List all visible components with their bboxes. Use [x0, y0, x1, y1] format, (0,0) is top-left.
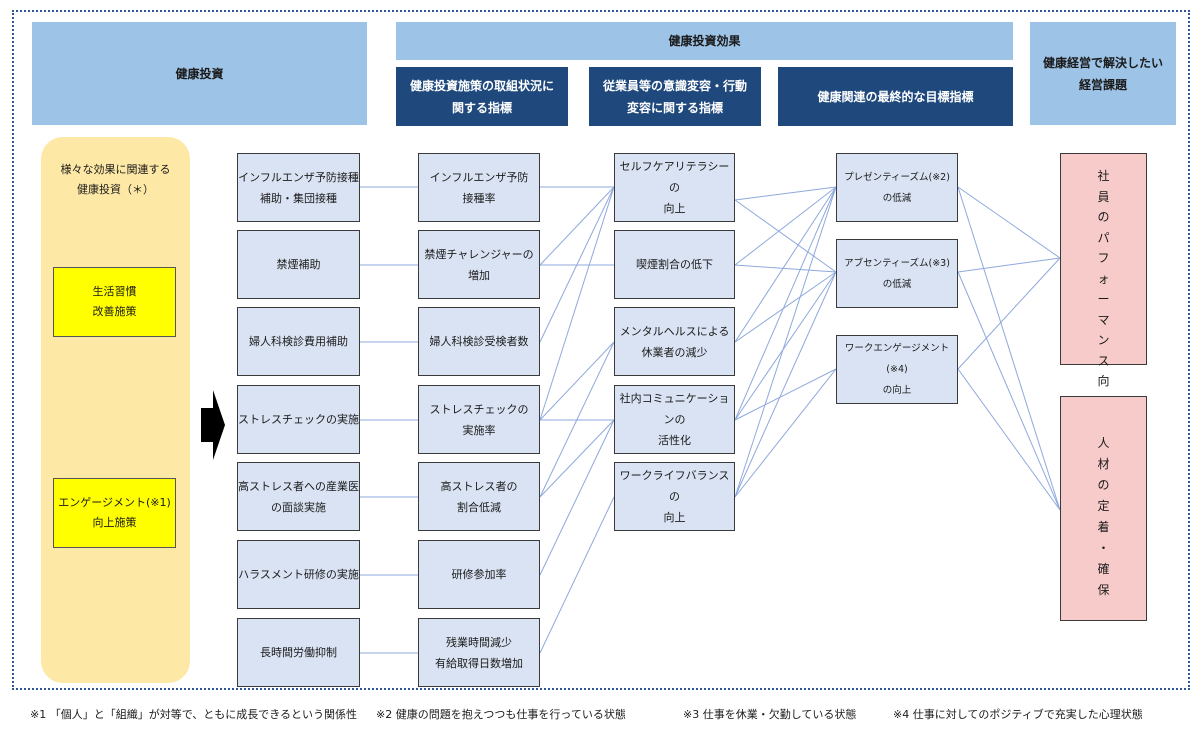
- subheader-awareness: 従業員等の意識変容・行動 変容に関する指標: [589, 67, 761, 126]
- diagram-frame: [12, 10, 1190, 690]
- effort-box-influenza-rate: インフルエンザ予防 接種率: [418, 153, 540, 222]
- subheader-final: 健康関連の最終的な目標指標: [778, 67, 1013, 126]
- footnote-2: ※2 健康の問題を抱えつつも仕事を行っている状態: [376, 708, 626, 721]
- effort-box-overtime-leave: 残業時間減少 有給取得日数増加: [418, 618, 540, 687]
- goal-performance-label: 社 員 の パ フ ォ ー マ ン ス 向 上: [1097, 169, 1110, 409]
- header-goal: 健康経営で解決したい 経営課題: [1030, 22, 1176, 125]
- measure-box-gynecology: 婦人科検診費用補助: [237, 307, 360, 376]
- engagement-improvement-box: エンゲージメント(※1) 向上施策: [53, 478, 176, 548]
- effort-box-high-stress-ratio: 高ストレス者の 割合低減: [418, 462, 540, 531]
- right-arrow-icon: [201, 390, 225, 460]
- final-box-work-engagement: ワークエンゲージメント(※4) の向上: [836, 335, 958, 404]
- measure-box-influenza: インフルエンザ予防接種 補助・集団接種: [237, 153, 360, 222]
- footnote-4: ※4 仕事に対してのポジティブで充実した心理状態: [893, 708, 1143, 721]
- measure-box-smoking: 禁煙補助: [237, 230, 360, 299]
- measure-box-overtime: 長時間労働抑制: [237, 618, 360, 687]
- effort-box-training-rate: 研修参加率: [418, 540, 540, 609]
- effort-box-stresscheck-rate: ストレスチェックの 実施率: [418, 385, 540, 454]
- measure-box-stresscheck: ストレスチェックの実施: [237, 385, 360, 454]
- footnote-3: ※3 仕事を休業・欠勤している状態: [683, 708, 857, 721]
- subheader-effort: 健康投資施策の取組状況に 関する指標: [396, 67, 568, 126]
- goal-box-performance: 社 員 の パ フ ォ ー マ ン ス 向 上: [1060, 153, 1147, 409]
- final-box-absenteeism: アブセンティーズム(※3) の低減: [836, 239, 958, 308]
- goal-box-retention: 人 材 の 定 着 ・ 確 保: [1060, 396, 1147, 621]
- measure-box-harassment: ハラスメント研修の実施: [237, 540, 360, 609]
- footnote-1: ※1 「個人」と「組織」が対等で、ともに成長できるという関係性: [30, 708, 358, 721]
- investment-panel: [41, 137, 190, 683]
- awareness-box-smoking-rate: 喫煙割合の低下: [614, 230, 735, 299]
- awareness-box-communication: 社内コミュニケーションの 活性化: [614, 385, 735, 454]
- effort-box-smoking-challengers: 禁煙チャレンジャーの 増加: [418, 230, 540, 299]
- measure-box-physician-interview: 高ストレス者への産業医 の面談実施: [237, 462, 360, 531]
- final-box-presenteeism: プレゼンティーズム(※2) の低減: [836, 153, 958, 222]
- investment-note: 様々な効果に関連する 健康投資（＊）: [60, 163, 171, 196]
- awareness-box-worklife: ワークライフバランスの 向上: [614, 462, 735, 531]
- effort-box-gynecology-count: 婦人科検診受検者数: [418, 307, 540, 376]
- header-investment: 健康投資: [32, 22, 367, 125]
- header-effects: 健康投資効果: [396, 22, 1013, 60]
- awareness-box-selfcare: セルフケアリテラシーの 向上: [614, 153, 735, 222]
- goal-retention-label: 人 材 の 定 着 ・ 確 保: [1097, 436, 1110, 597]
- awareness-box-mental-leave: メンタルヘルスによる 休業者の減少: [614, 307, 735, 376]
- lifestyle-improvement-box: 生活習慣 改善施策: [53, 267, 176, 337]
